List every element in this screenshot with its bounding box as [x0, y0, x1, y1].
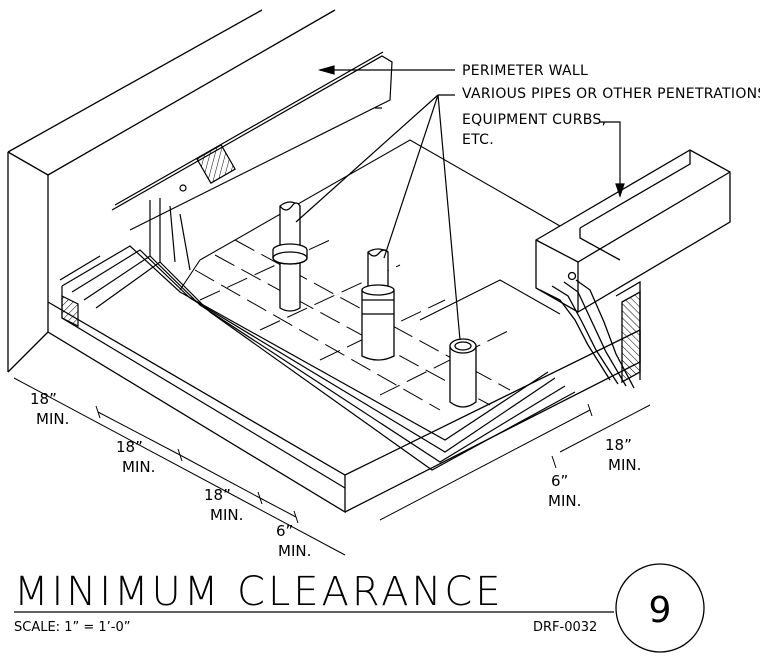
scale-label: SCALE: 1” = 1’-0”	[14, 620, 130, 635]
dim-label-unit: MIN.	[608, 456, 641, 474]
dimension-lines	[13, 377, 651, 556]
drawing-title: MINIMUM CLEARANCE	[14, 569, 504, 615]
dim-label-unit: MIN.	[278, 542, 311, 560]
dim-label-value: 18”	[116, 438, 143, 456]
dim-label-unit: MIN.	[122, 458, 155, 476]
dim-label-unit: MIN.	[210, 506, 243, 524]
dim-label-value: 18”	[605, 436, 632, 454]
leader-lines	[295, 65, 625, 341]
dim-label-value: 6”	[551, 472, 568, 490]
field-membrane	[179, 139, 561, 321]
drawing-number: DRF-0032	[533, 620, 597, 635]
title-block: MINIMUM CLEARANCE SCALE: 1” = 1’-0” DRF-…	[14, 563, 705, 653]
dim-label-unit: MIN.	[36, 410, 69, 428]
wall-coping	[111, 51, 393, 231]
dim-label-value: 6”	[276, 522, 293, 540]
membrane-flashing-left	[61, 198, 576, 489]
pipe-right	[449, 338, 477, 408]
equipment-curb	[535, 149, 731, 389]
pipe-left	[272, 201, 308, 312]
detail-number-circle	[615, 563, 705, 653]
detail-number: 9	[649, 590, 672, 631]
callout-pipes: VARIOUS PIPES OR OTHER PENETRATIONS	[462, 86, 760, 102]
pipe-middle	[361, 248, 395, 361]
perimeter-wall	[7, 9, 336, 373]
callout-perimeter-wall: PERIMETER WALL	[462, 63, 588, 79]
callout-curbs-line1: EQUIPMENT CURBS,	[462, 112, 606, 128]
dim-label-value: 18”	[30, 390, 57, 408]
dim-label-unit: MIN.	[548, 492, 581, 510]
callout-curbs-line2: ETC.	[462, 132, 494, 148]
dim-label-value: 18”	[204, 486, 231, 504]
